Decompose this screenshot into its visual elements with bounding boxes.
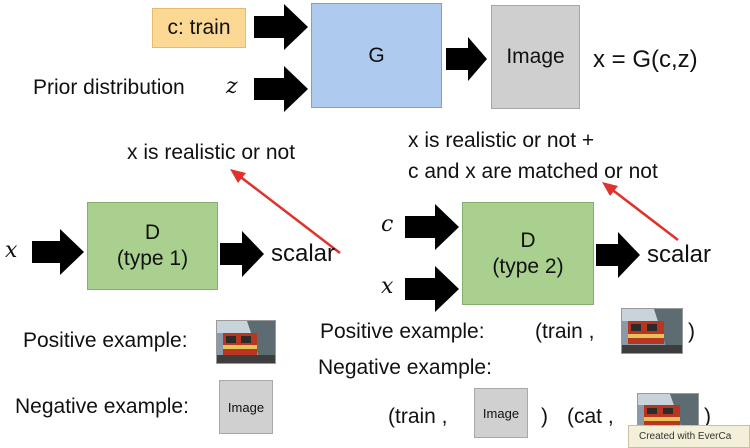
disc2-input-c: c	[381, 212, 394, 237]
arrow-x-to-disc1	[32, 229, 84, 275]
disc2-subtitle: (type 2)	[492, 254, 564, 278]
generator-box: G	[311, 3, 442, 108]
disc2-annotation-line1: x is realistic or not +	[408, 129, 595, 152]
generated-image-box: Image	[491, 5, 580, 109]
disc2-positive-pair-close: )	[688, 320, 695, 343]
condition-box: c: train	[152, 8, 246, 48]
watermark-text: Created with EverCa	[639, 431, 732, 442]
disc2-neg1-open: (train ,	[388, 405, 448, 428]
prior-var-z: z	[226, 74, 238, 99]
disc2-box: D (type 2)	[462, 202, 594, 305]
disc2-title: D	[520, 228, 536, 252]
arrow-disc1-to-scalar	[220, 231, 264, 277]
disc1-negative-label: Negative example:	[15, 395, 189, 418]
arrow-z-to-g	[254, 66, 308, 112]
disc2-neg2-open: (cat ,	[567, 405, 614, 428]
disc2-neg1-image-thumb: Image	[474, 388, 528, 438]
prior-label: Prior distribution	[33, 76, 185, 99]
disc1-subtitle: (type 1)	[116, 247, 189, 270]
arrow-disc2-to-scalar	[596, 232, 640, 278]
disc2-neg1-image-label: Image	[482, 405, 520, 421]
arrow-x-to-disc2	[405, 266, 459, 312]
disc2-positive-pair-open: (train ,	[535, 320, 595, 343]
disc2-negative-label: Negative example:	[318, 356, 492, 379]
generator-label: G	[368, 43, 385, 67]
disc2-positive-label: Positive example:	[320, 320, 485, 343]
disc2-neg2-close: )	[704, 405, 711, 428]
generated-image-label: Image	[506, 45, 565, 68]
arrow-g-to-image	[446, 37, 487, 81]
generator-equation: x = G(c,z)	[593, 46, 698, 73]
arrow-c-to-disc2	[405, 204, 459, 250]
disc1-annotation-arrow	[230, 169, 341, 254]
disc2-input-x: x	[381, 274, 394, 299]
disc2-positive-train-thumb	[621, 308, 683, 354]
evercam-watermark: Created with EverCa	[628, 425, 750, 448]
disc1-positive-train-thumb	[216, 320, 276, 364]
disc2-annotation-line2: c and x are matched or not	[408, 160, 658, 183]
disc2-output-scalar: scalar	[647, 241, 712, 268]
disc1-box: D (type 1)	[87, 202, 218, 290]
disc1-negative-image-label: Image	[227, 399, 265, 415]
disc1-input-x: x	[5, 238, 18, 263]
disc1-positive-label: Positive example:	[23, 329, 188, 352]
condition-label: c: train	[167, 16, 231, 39]
disc1-annotation: x is realistic or not	[127, 141, 296, 164]
disc1-title: D	[144, 221, 161, 244]
arrow-condition-to-g	[254, 4, 308, 50]
disc2-neg1-close: )	[541, 405, 548, 428]
disc2-annotation-arrow	[602, 182, 679, 241]
disc1-negative-image-thumb: Image	[219, 380, 273, 434]
disc1-output-scalar: scalar	[271, 240, 336, 267]
